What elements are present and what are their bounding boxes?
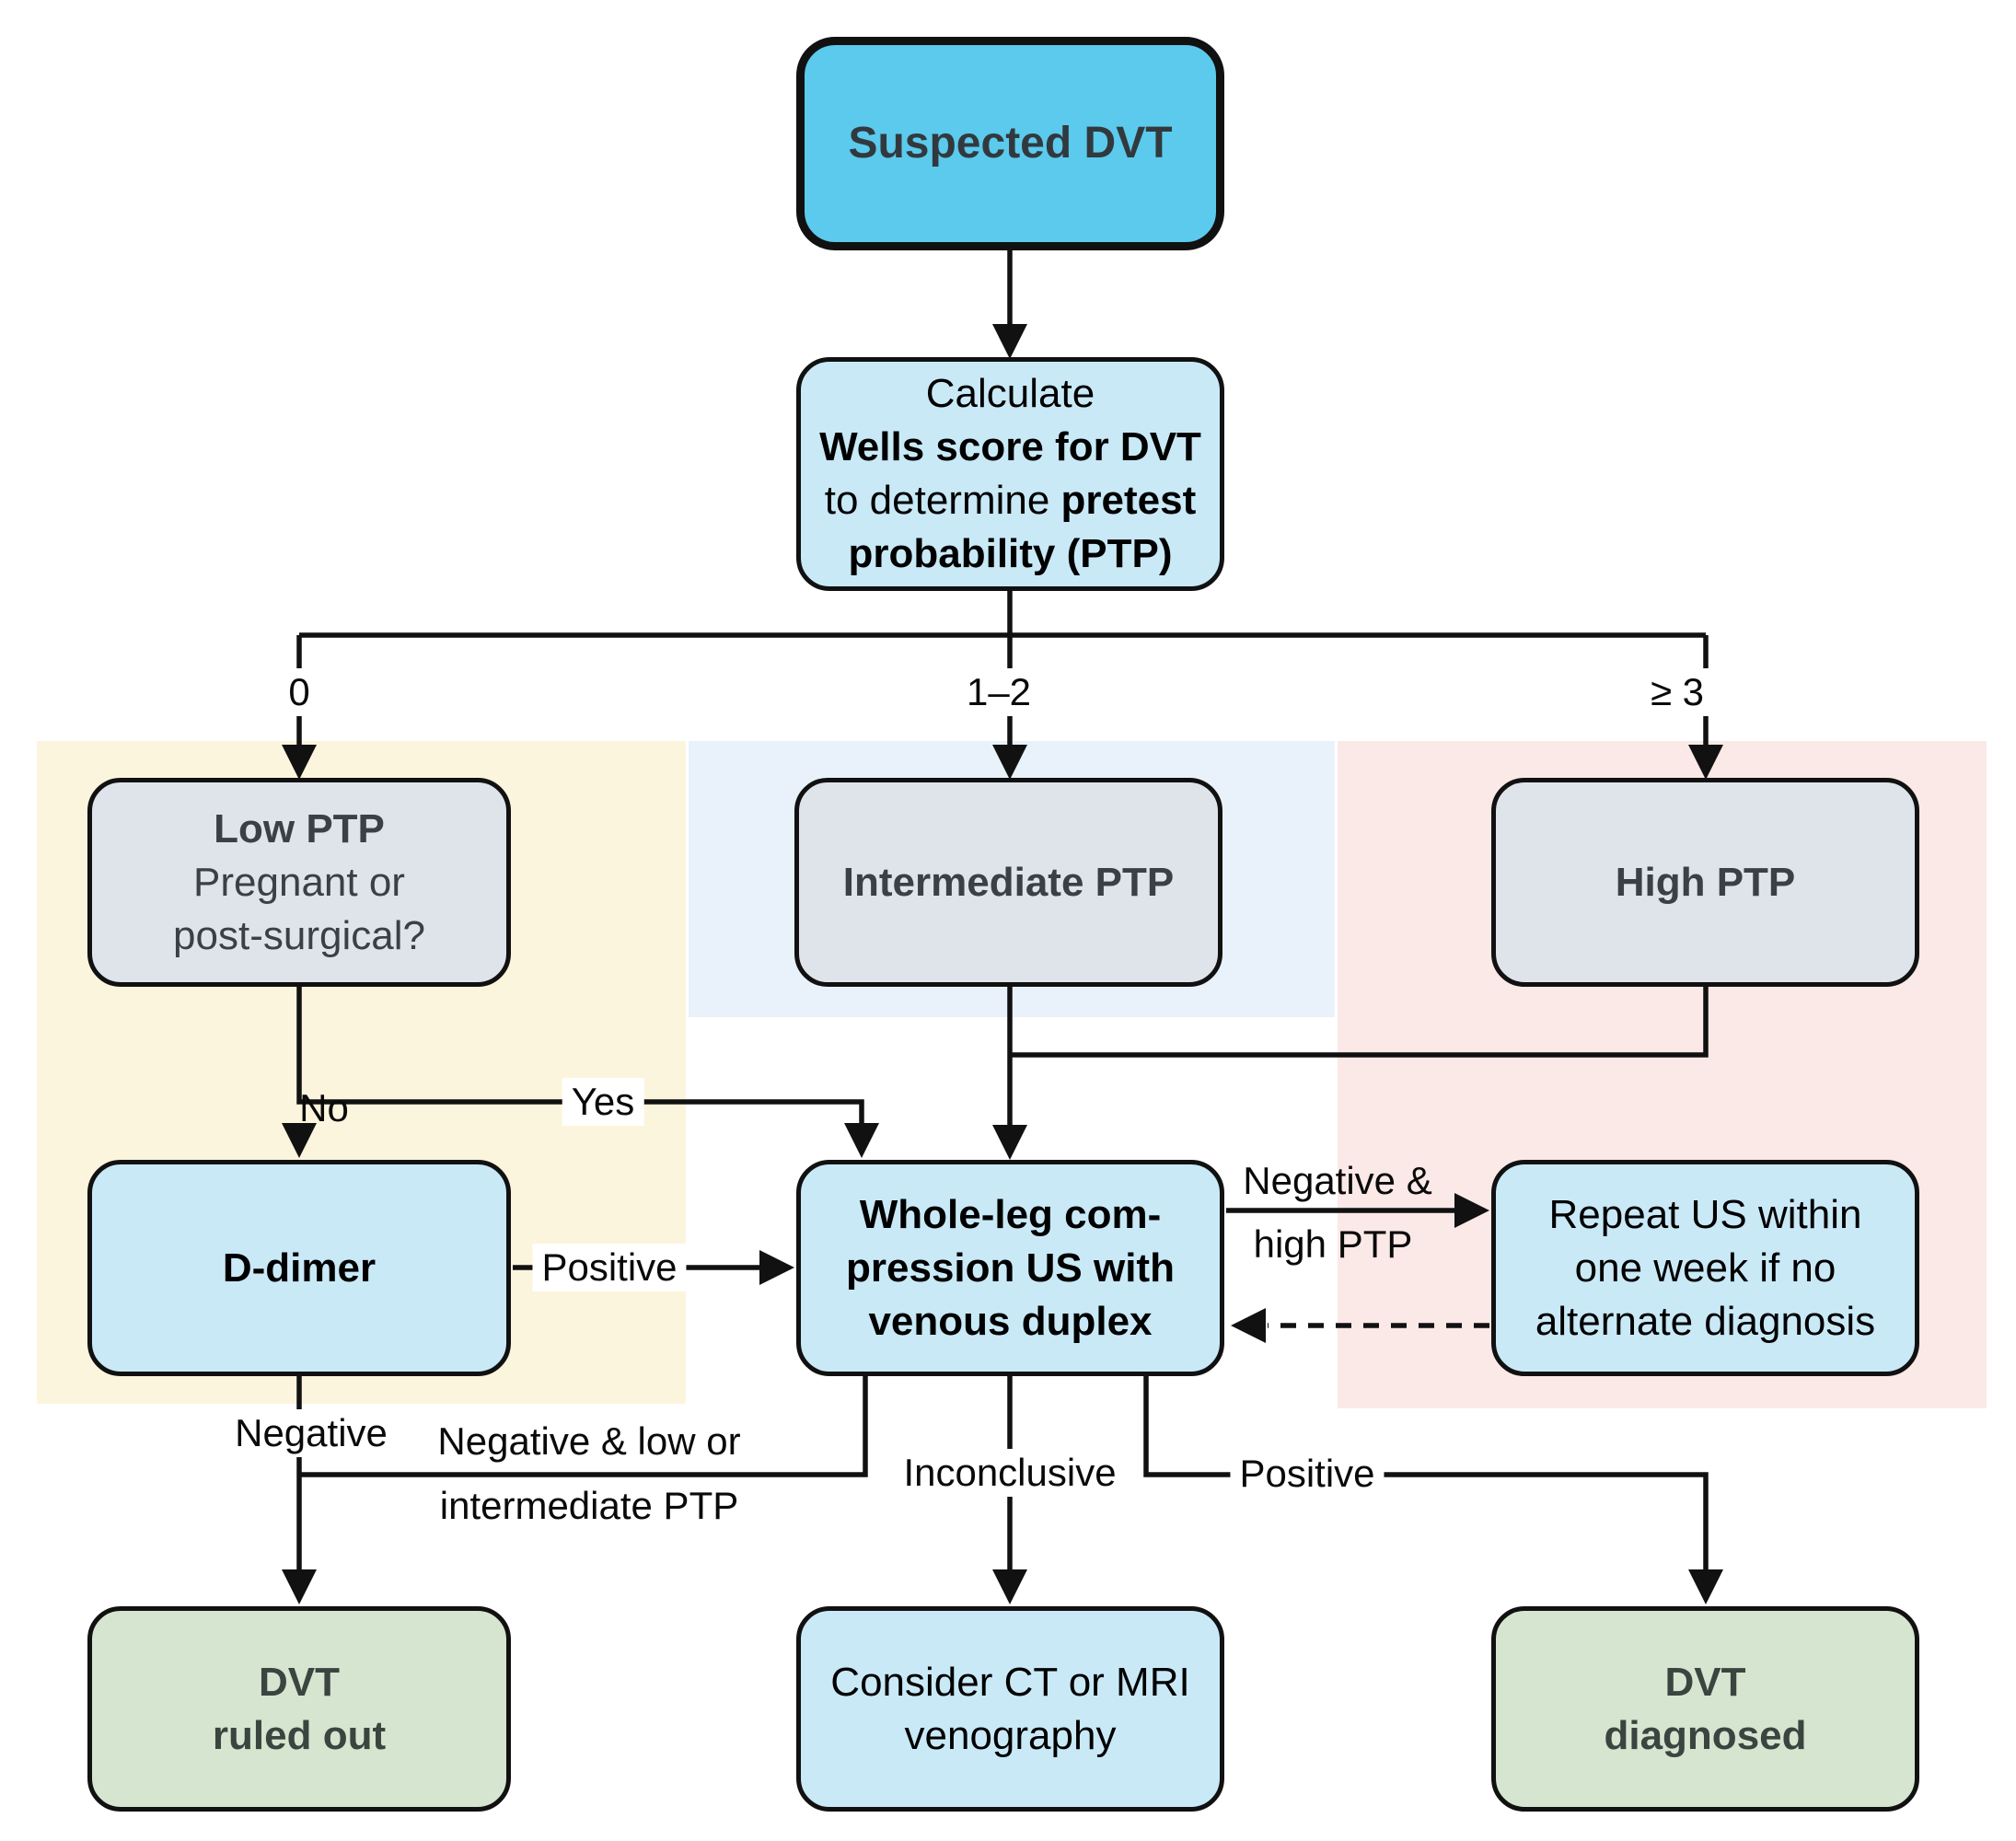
edge-label-inconclusive: Inconclusive (894, 1449, 1126, 1497)
edge-label-us-positive: Positive (1230, 1450, 1385, 1498)
edge-label-ddimer-negative: Negative (226, 1409, 397, 1457)
us-line-1: Whole-leg com- (859, 1191, 1162, 1237)
node-dvt-ruled-out: DVT ruled out (87, 1606, 511, 1812)
low-ptp-title: Low PTP (214, 805, 385, 851)
edge-label-negative-high-1: Negative & (1243, 1159, 1432, 1202)
us-line-2: pression US with (846, 1245, 1175, 1291)
low-ptp-sub-2: post-surgical? (173, 912, 425, 958)
edge-label-negative-low-2: intermediate PTP (439, 1484, 739, 1527)
edge-repeat-back-to-us-dashed (1231, 1308, 1489, 1343)
wells-line-2: Wells score for DVT (819, 424, 1201, 469)
wells-line-3: to determine pretest (824, 478, 1197, 523)
node-low-ptp: Low PTP Pregnant or post-surgical? (87, 778, 511, 987)
edge-intermediate-and-high-to-us (992, 987, 1709, 1160)
repeat-us-line-1: Repeat US within (1548, 1191, 1862, 1237)
node-suspected-dvt: Suspected DVT (796, 37, 1224, 250)
node-d-dimer: D-dimer (87, 1160, 511, 1376)
edge-label-negative-high-2: high PTP (1253, 1222, 1413, 1266)
node-high-ptp: High PTP (1491, 778, 1919, 987)
edge-label-score-0: 0 (279, 668, 319, 716)
node-intermediate-ptp: Intermediate PTP (794, 778, 1222, 987)
edge-label-ddimer-positive: Positive (532, 1244, 687, 1291)
node-consider-ct-mri-venography: Consider CT or MRI venography (796, 1606, 1224, 1812)
repeat-us-line-2: one week if no (1574, 1245, 1836, 1291)
high-ptp-title: High PTP (1615, 859, 1796, 905)
edge-suspected-to-wells (992, 250, 1027, 359)
low-ptp-sub-1: Pregnant or (193, 859, 405, 905)
ruled-out-line-1: DVT (259, 1659, 340, 1705)
wells-line-1: Calculate (925, 371, 1095, 416)
d-dimer-title: D-dimer (222, 1245, 377, 1291)
node-whole-leg-compression-us: Whole-leg com- pression US with venous d… (796, 1160, 1224, 1376)
ruled-out-line-2: ruled out (212, 1712, 387, 1758)
intermediate-ptp-title: Intermediate PTP (842, 859, 1175, 905)
wells-line-4: probability (PTP) (848, 531, 1173, 576)
venography-line-1: Consider CT or MRI (830, 1659, 1190, 1705)
diagnosed-line-1: DVT (1664, 1659, 1746, 1705)
node-repeat-us: Repeat US within one week if no alternat… (1491, 1160, 1919, 1376)
node-calculate-wells-score: Calculate Wells score for DVT to determi… (796, 357, 1224, 591)
edge-ddimer-negative-to-ruled-out (282, 1376, 868, 1604)
edge-label-score-1-2: 1–2 (956, 668, 1041, 716)
edge-low-ptp-yes-no (282, 987, 879, 1158)
edge-label-no: No (299, 1086, 349, 1129)
edge-us-negative-high-to-repeat (1226, 1193, 1489, 1228)
node-dvt-diagnosed: DVT diagnosed (1491, 1606, 1919, 1812)
diagnosed-line-2: diagnosed (1604, 1712, 1807, 1758)
node-suspected-dvt-label: Suspected DVT (848, 119, 1173, 168)
repeat-us-line-3: alternate diagnosis (1535, 1298, 1876, 1344)
edge-label-negative-low-1: Negative & low or (437, 1419, 741, 1463)
edge-us-positive-to-diagnosed (1143, 1376, 1723, 1604)
edge-label-yes: Yes (562, 1078, 644, 1126)
us-line-3: venous duplex (868, 1298, 1153, 1344)
edge-label-score-ge-3: ≥ 3 (1640, 668, 1714, 716)
venography-line-2: venography (904, 1712, 1117, 1758)
